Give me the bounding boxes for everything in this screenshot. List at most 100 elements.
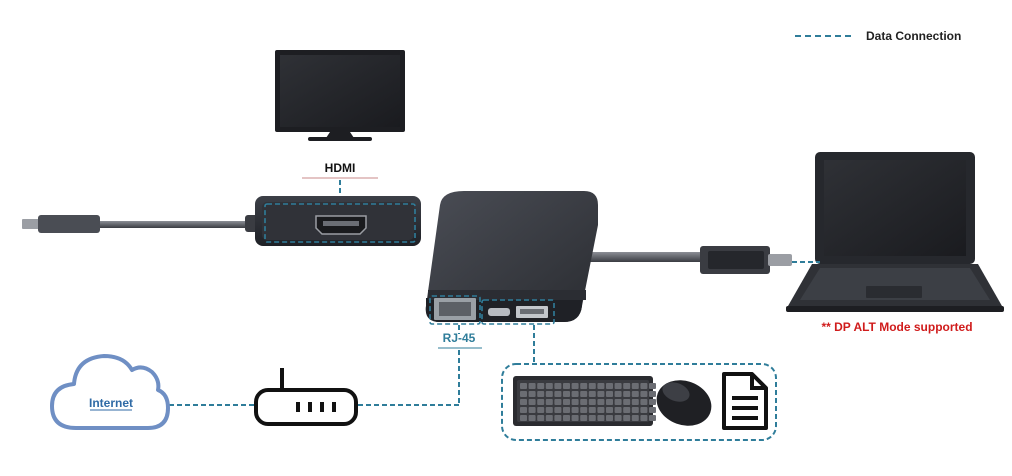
keyboard-key <box>554 399 562 405</box>
hdmi-label: HDMI <box>325 161 356 175</box>
rj45-port-highlight <box>429 295 481 325</box>
keyboard-key <box>588 383 596 389</box>
keyboard-key <box>580 399 588 405</box>
keyboard-key <box>528 383 536 389</box>
keyboard-key <box>520 415 527 421</box>
keyboard-key <box>537 407 545 413</box>
hdmi-adapter <box>22 196 421 246</box>
keyboard-key <box>588 399 596 405</box>
keyboard-key <box>623 415 631 421</box>
usb-c-hub <box>425 191 792 325</box>
keyboard-key <box>545 407 553 413</box>
keyboard-key <box>580 407 588 413</box>
keyboard-key <box>606 407 613 413</box>
keyboard-key <box>528 415 536 421</box>
keyboard-key <box>649 383 656 389</box>
keyboard-key <box>571 407 579 413</box>
legend-label: Data Connection <box>866 29 961 43</box>
keyboard-key <box>588 407 596 413</box>
keyboard-key <box>631 415 639 421</box>
usb-peripherals-group <box>501 363 777 441</box>
keyboard-key <box>640 407 648 413</box>
keyboard-key <box>580 415 588 421</box>
keyboard-key <box>640 383 648 389</box>
keyboard-key <box>537 383 545 389</box>
keyboard-key <box>571 399 579 405</box>
dp-alt-label: ** DP ALT Mode supported <box>821 320 972 334</box>
keyboard-key <box>520 407 527 413</box>
keyboard-key <box>597 407 605 413</box>
keyboard-key <box>528 407 536 413</box>
laptop-icon <box>786 152 1004 312</box>
keyboard-key <box>545 391 553 397</box>
keyboard-key <box>571 383 579 389</box>
keyboard-key <box>614 399 622 405</box>
keyboard-key <box>554 391 562 397</box>
keyboard-key <box>649 407 656 413</box>
keyboard-key <box>614 415 622 421</box>
keyboard-key <box>606 399 613 405</box>
keyboard-key <box>545 399 553 405</box>
usb-c-port <box>488 308 510 316</box>
keyboard-key <box>563 391 570 397</box>
keyboard-key <box>623 383 631 389</box>
keyboard-key <box>631 391 639 397</box>
keyboard-key <box>588 391 596 397</box>
keyboard-key <box>563 415 570 421</box>
internet-label: Internet <box>89 396 133 410</box>
keyboard-key <box>649 399 656 405</box>
keyboard-key <box>597 399 605 405</box>
cloud-icon <box>50 354 170 430</box>
mouse-icon <box>656 380 712 426</box>
keyboard-key <box>554 415 562 421</box>
keyboard-key <box>537 415 545 421</box>
keyboard-key <box>623 399 631 405</box>
keyboard-key <box>554 383 562 389</box>
rj45-label: RJ-45 <box>443 331 476 345</box>
usb-port-highlight <box>481 299 555 325</box>
legend: Data Connection <box>795 29 961 43</box>
keyboard-key <box>649 415 656 421</box>
keyboard-key <box>631 407 639 413</box>
keyboard-key <box>631 383 639 389</box>
keyboard-key <box>623 391 631 397</box>
keyboard-key <box>614 407 622 413</box>
hdmi-port-highlight <box>264 203 416 243</box>
keyboard-key <box>631 399 639 405</box>
keyboard-key <box>597 391 605 397</box>
keyboard-key <box>614 391 622 397</box>
keyboard-key <box>580 391 588 397</box>
keyboard-key <box>614 383 622 389</box>
keyboard-key <box>520 399 527 405</box>
keyboard-key <box>563 399 570 405</box>
keyboard-key <box>537 391 545 397</box>
keyboard-key <box>520 383 527 389</box>
router-icon <box>254 368 358 426</box>
keyboard-key <box>537 399 545 405</box>
keyboard-key <box>554 407 562 413</box>
keyboard-key <box>597 415 605 421</box>
keyboard-key <box>545 415 553 421</box>
keyboard-key <box>580 383 588 389</box>
keyboard-key <box>649 391 656 397</box>
keyboard-key <box>563 407 570 413</box>
keyboard-key <box>640 399 648 405</box>
keyboard-key <box>640 391 648 397</box>
keyboard-key <box>606 415 613 421</box>
keyboard-key <box>606 383 613 389</box>
keyboard-key <box>623 407 631 413</box>
keyboard-key <box>520 391 527 397</box>
keyboard-key <box>545 383 553 389</box>
keyboard-key <box>571 391 579 397</box>
keyboard-key <box>597 383 605 389</box>
keyboard-key <box>528 391 536 397</box>
keyboard-key <box>563 383 570 389</box>
document-icon <box>722 372 768 430</box>
keyboard-key <box>571 415 579 421</box>
keyboard-key <box>528 399 536 405</box>
monitor-icon <box>275 50 405 141</box>
keyboard-key <box>588 415 596 421</box>
keyboard-icon <box>513 376 656 426</box>
keyboard-key <box>640 415 648 421</box>
